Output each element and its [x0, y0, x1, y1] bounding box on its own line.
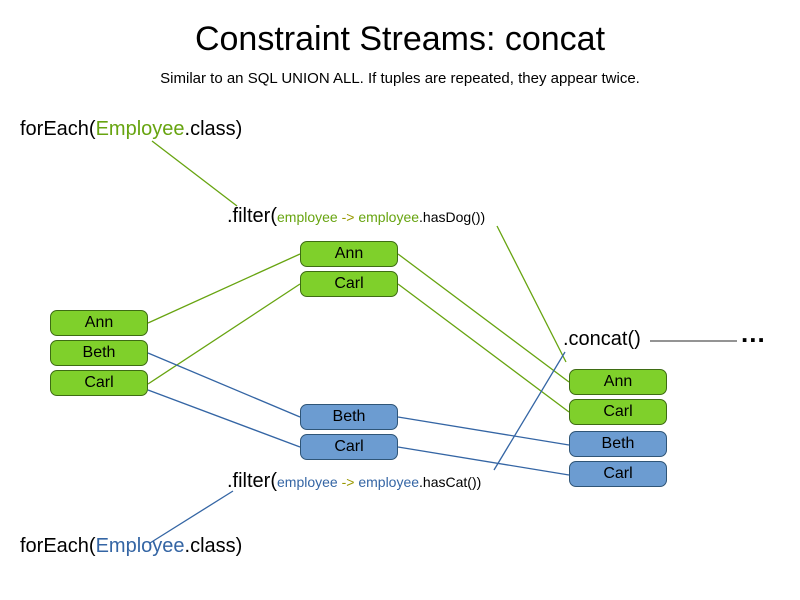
foreach-top-suffix: .class)	[184, 118, 243, 140]
edge-foreach-bottom-to-filter-cat	[149, 490, 234, 544]
filter-hasdog-param: employee	[277, 209, 338, 225]
result-stack: Ann Carl Beth Carl	[569, 369, 667, 487]
edge-filter-cat-to-concat	[493, 351, 566, 471]
concat-label: .concat()	[563, 328, 641, 350]
node-cat-beth: Beth	[300, 404, 398, 430]
node-source-beth: Beth	[50, 340, 148, 366]
source-stack: Ann Beth Carl	[50, 310, 148, 396]
node-result-carl-green: Carl	[569, 399, 667, 425]
edge-cat-carl-to-result-carl	[397, 446, 570, 476]
node-dog-ann: Ann	[300, 241, 398, 267]
edge-dog-carl-to-result-carl	[397, 283, 570, 413]
edge-source-carl-to-cat-carl	[147, 389, 301, 448]
ellipsis-label: ...	[741, 318, 766, 348]
filter-hasdog-prefix: .filter(	[227, 205, 277, 227]
foreach-bottom-suffix: .class)	[184, 535, 243, 557]
edge-source-beth-to-cat-beth	[147, 352, 301, 418]
filter-hasdog-suffix: .hasDog())	[419, 209, 486, 225]
filter-hascat-prefix: .filter(	[227, 470, 277, 492]
filter-hasdog-object: employee	[358, 209, 420, 225]
edge-cat-beth-to-result-beth	[397, 416, 570, 446]
node-dog-carl: Carl	[300, 271, 398, 297]
node-result-beth: Beth	[569, 431, 667, 457]
filter-hasdog-label: .filter(employee -> employee.hasDog())	[227, 205, 485, 228]
edge-dog-ann-to-result-ann	[397, 253, 570, 383]
filter-hascat-arrow: ->	[337, 474, 359, 490]
node-source-carl: Carl	[50, 370, 148, 396]
foreach-bottom-prefix: forEach(	[20, 535, 96, 557]
filter-hascat-param: employee	[277, 474, 338, 490]
foreach-bottom-label: forEach(Employee.class)	[20, 535, 242, 558]
node-result-carl-blue: Carl	[569, 461, 667, 487]
foreach-top-class: Employee	[95, 118, 185, 140]
foreach-top-label: forEach(Employee.class)	[20, 118, 242, 141]
filter-hascat-label: .filter(employee -> employee.hasCat())	[227, 470, 481, 493]
edge-foreach-top-to-filter-dog	[151, 140, 238, 207]
node-source-ann: Ann	[50, 310, 148, 336]
filter-hascat-suffix: .hasCat())	[419, 474, 482, 490]
filter-hasdog-arrow: ->	[337, 209, 359, 225]
filter-hascat-object: employee	[358, 474, 420, 490]
node-cat-carl: Carl	[300, 434, 398, 460]
slide-subtitle: Similar to an SQL UNION ALL. If tuples a…	[160, 70, 640, 87]
foreach-top-prefix: forEach(	[20, 118, 96, 140]
edge-source-carl-to-dog-carl	[147, 283, 301, 385]
node-result-ann: Ann	[569, 369, 667, 395]
edge-filter-dog-to-concat	[496, 225, 567, 363]
edge-source-ann-to-dog-ann	[147, 253, 301, 324]
dog-stack: Ann Carl	[300, 241, 398, 297]
cat-stack: Beth Carl	[300, 404, 398, 460]
foreach-bottom-class: Employee	[95, 535, 185, 557]
slide-title: Constraint Streams: concat	[194, 20, 606, 58]
